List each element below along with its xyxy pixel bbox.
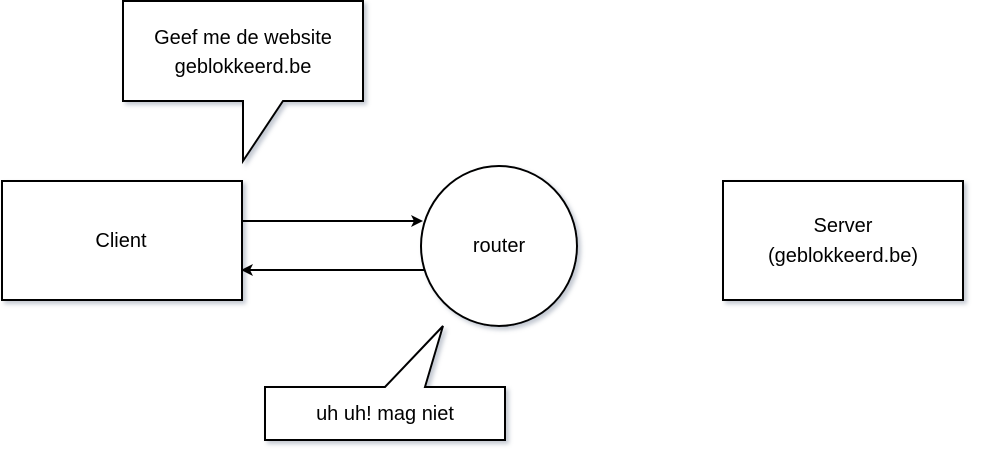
- server-box: [722, 180, 964, 301]
- response-callout-shape: [264, 325, 506, 441]
- client-box: [1, 180, 243, 301]
- request-callout-shape: [122, 0, 364, 165]
- server-label-line1: Server: [814, 215, 873, 237]
- router-circle: [420, 165, 578, 327]
- response-callout-text: uh uh! mag niet: [316, 403, 454, 425]
- router-node: router: [420, 165, 578, 327]
- client-node: Client: [1, 180, 243, 301]
- server-label-line2: (geblokkeerd.be): [768, 245, 918, 267]
- router-label: router: [473, 235, 526, 257]
- client-label: Client: [95, 230, 147, 252]
- request-callout-line2: geblokkeerd.be: [175, 56, 312, 78]
- server-node: Server (geblokkeerd.be): [722, 180, 964, 301]
- response-callout: uh uh! mag niet: [264, 325, 506, 441]
- request-callout-line1: Geef me de website: [154, 27, 332, 49]
- request-callout: Geef me de website geblokkeerd.be: [122, 0, 364, 165]
